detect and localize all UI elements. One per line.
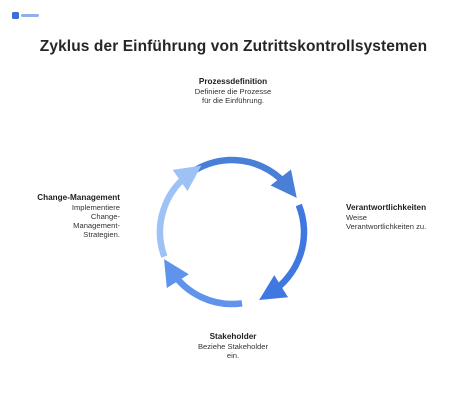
step-label: Stakeholder — [209, 332, 257, 341]
logo-icon — [12, 12, 39, 19]
step-description: Beziehe Stakeholder ein. — [197, 342, 269, 360]
step-description: Definiere die Prozesse für die Einführun… — [194, 87, 272, 105]
step-label: Verantwortlichkeiten — [346, 203, 427, 212]
step-description: Weise Verantwortlichkeiten zu. — [346, 213, 427, 231]
cycle-diagram — [156, 156, 308, 308]
arc-stakeholder — [164, 259, 243, 308]
step-stakeholder: Stakeholder Beziehe Stakeholder ein. — [173, 332, 293, 360]
step-prozessdefinition: Prozessdefinition Definiere die Prozesse… — [173, 77, 293, 105]
arc-change-management — [156, 165, 202, 258]
arc-prozessdefinition — [188, 156, 297, 198]
step-verantwortlichkeiten: Verantwortlichkeiten Weise Verantwortlic… — [346, 203, 456, 231]
step-label: Change-Management — [37, 193, 120, 202]
page-title: Zyklus der Einführung von Zutrittskontro… — [39, 38, 428, 55]
arc-verantwortlichkeiten — [259, 203, 308, 300]
step-change-management: Change-Management Implementiere Change-M… — [36, 193, 120, 239]
step-description: Implementiere Change-Management-Strategi… — [71, 203, 120, 239]
step-label: Prozessdefinition — [198, 77, 268, 86]
